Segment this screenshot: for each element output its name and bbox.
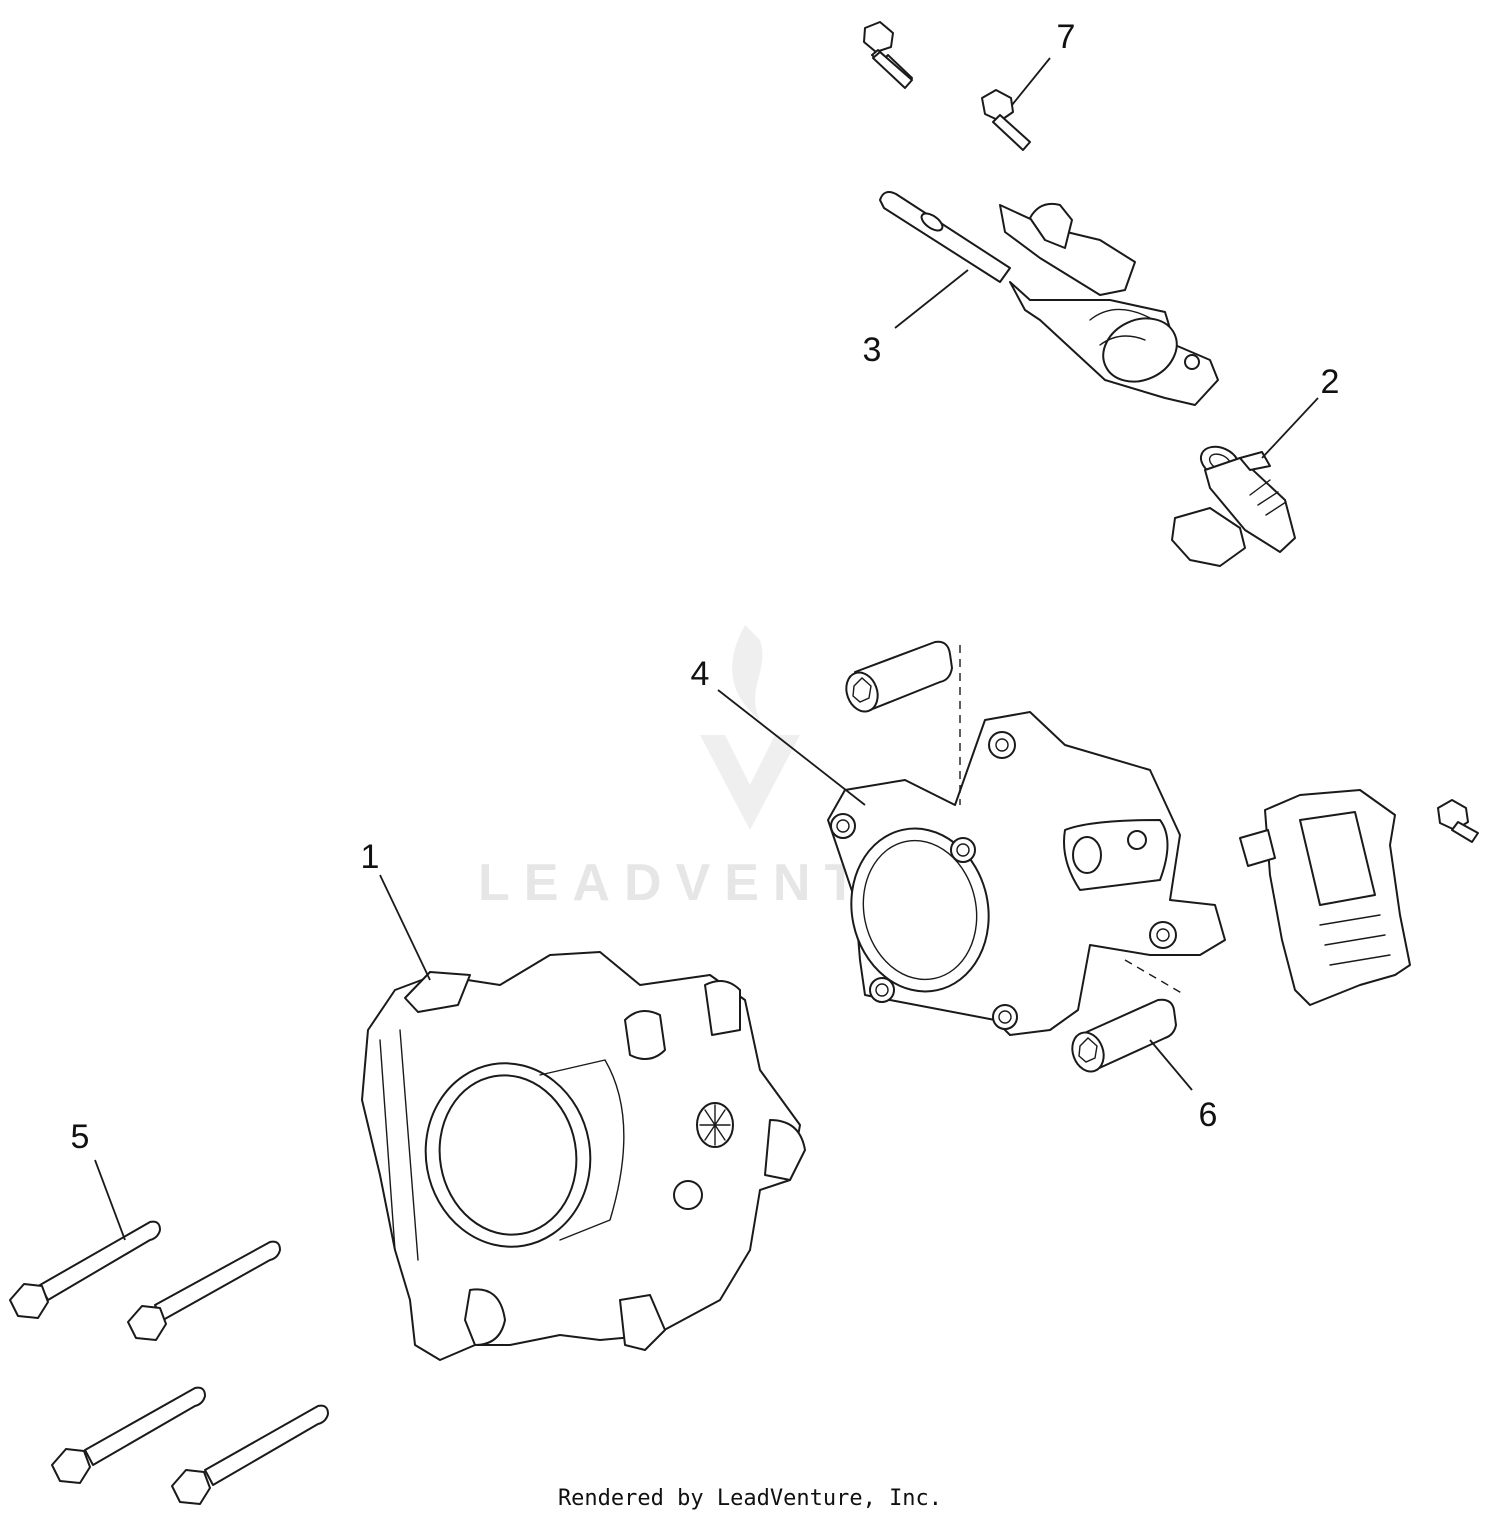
long-flange-bolt-1[interactable] — [9, 1220, 161, 1518]
socket-head-screw-lower[interactable] — [1067, 998, 1177, 1076]
map-sensor[interactable] — [1239, 789, 1411, 1006]
callout-4: 4 — [691, 655, 710, 693]
fuel-injector[interactable] — [1171, 441, 1296, 567]
fuel-rail[interactable] — [879, 191, 1219, 406]
callout-6: 6 — [1199, 1096, 1218, 1134]
callout-2: 2 — [1321, 363, 1340, 401]
footer-credit: Rendered by LeadVenture, Inc. — [557, 1486, 943, 1511]
long-flange-bolt-4[interactable] — [171, 1404, 329, 1505]
flange-bolt-top-left[interactable] — [863, 21, 913, 89]
intake-adapter[interactable] — [827, 711, 1226, 1036]
sensor-screw[interactable] — [1437, 799, 1479, 843]
leader-line-5 — [94, 1159, 126, 1241]
callout-3: 3 — [863, 331, 882, 369]
leader-line-3 — [894, 269, 969, 329]
assembly-dash-lower — [1124, 959, 1186, 996]
leader-line-4 — [717, 689, 866, 806]
long-flange-bolt-2[interactable] — [127, 1240, 281, 1341]
socket-head-screw-upper[interactable] — [841, 640, 953, 716]
callout-7: 7 — [1057, 18, 1076, 56]
callout-5: 5 — [71, 1118, 90, 1156]
leader-line-7 — [1011, 57, 1051, 106]
leader-line-1 — [379, 874, 431, 981]
flange-bolt-top-right[interactable] — [981, 89, 1031, 151]
throttle-body[interactable] — [361, 951, 806, 1361]
long-flange-bolt-3[interactable] — [51, 1386, 206, 1484]
callout-1: 1 — [361, 838, 380, 876]
leader-line-2 — [1261, 397, 1319, 459]
leader-line-6 — [1149, 1039, 1193, 1091]
